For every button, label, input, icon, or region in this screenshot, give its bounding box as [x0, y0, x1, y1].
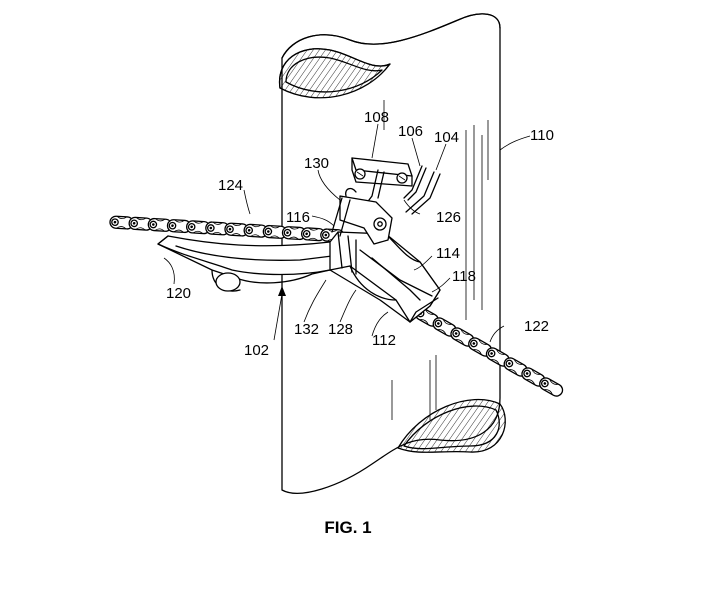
label-124: 124	[218, 177, 243, 194]
chain-link	[539, 377, 564, 397]
label-120: 120	[166, 285, 191, 302]
label-116: 116	[286, 209, 310, 226]
chain-link	[262, 224, 288, 239]
chain-link	[224, 222, 249, 237]
chain-link	[243, 223, 268, 238]
label-114: 114	[436, 245, 460, 262]
leader-lines	[163, 123, 531, 343]
label-122: 122	[524, 318, 549, 335]
label-104: 104	[434, 129, 459, 146]
label-128: 130	[304, 155, 329, 172]
figure-caption: FIG. 1	[324, 518, 371, 537]
label-110: 110	[530, 127, 554, 144]
chain-link	[301, 227, 326, 242]
chain-upper	[109, 215, 345, 243]
mount-bracket	[331, 157, 441, 245]
label-132: 132	[294, 321, 319, 338]
chain-link	[205, 221, 230, 236]
chain-link	[450, 327, 475, 347]
label-112: 112	[372, 332, 396, 349]
label-106: 106	[398, 123, 423, 140]
chain-link	[128, 216, 153, 231]
label-118: 118	[452, 268, 476, 285]
label-102: 102	[244, 342, 269, 359]
label-130: 128	[328, 321, 353, 338]
reference-labels: 108 106 104 110 130 124 126 116 114 118 …	[166, 109, 554, 359]
chain-guide-body	[157, 231, 441, 323]
label-126: 126	[436, 209, 461, 226]
label-108: 108	[364, 109, 389, 126]
